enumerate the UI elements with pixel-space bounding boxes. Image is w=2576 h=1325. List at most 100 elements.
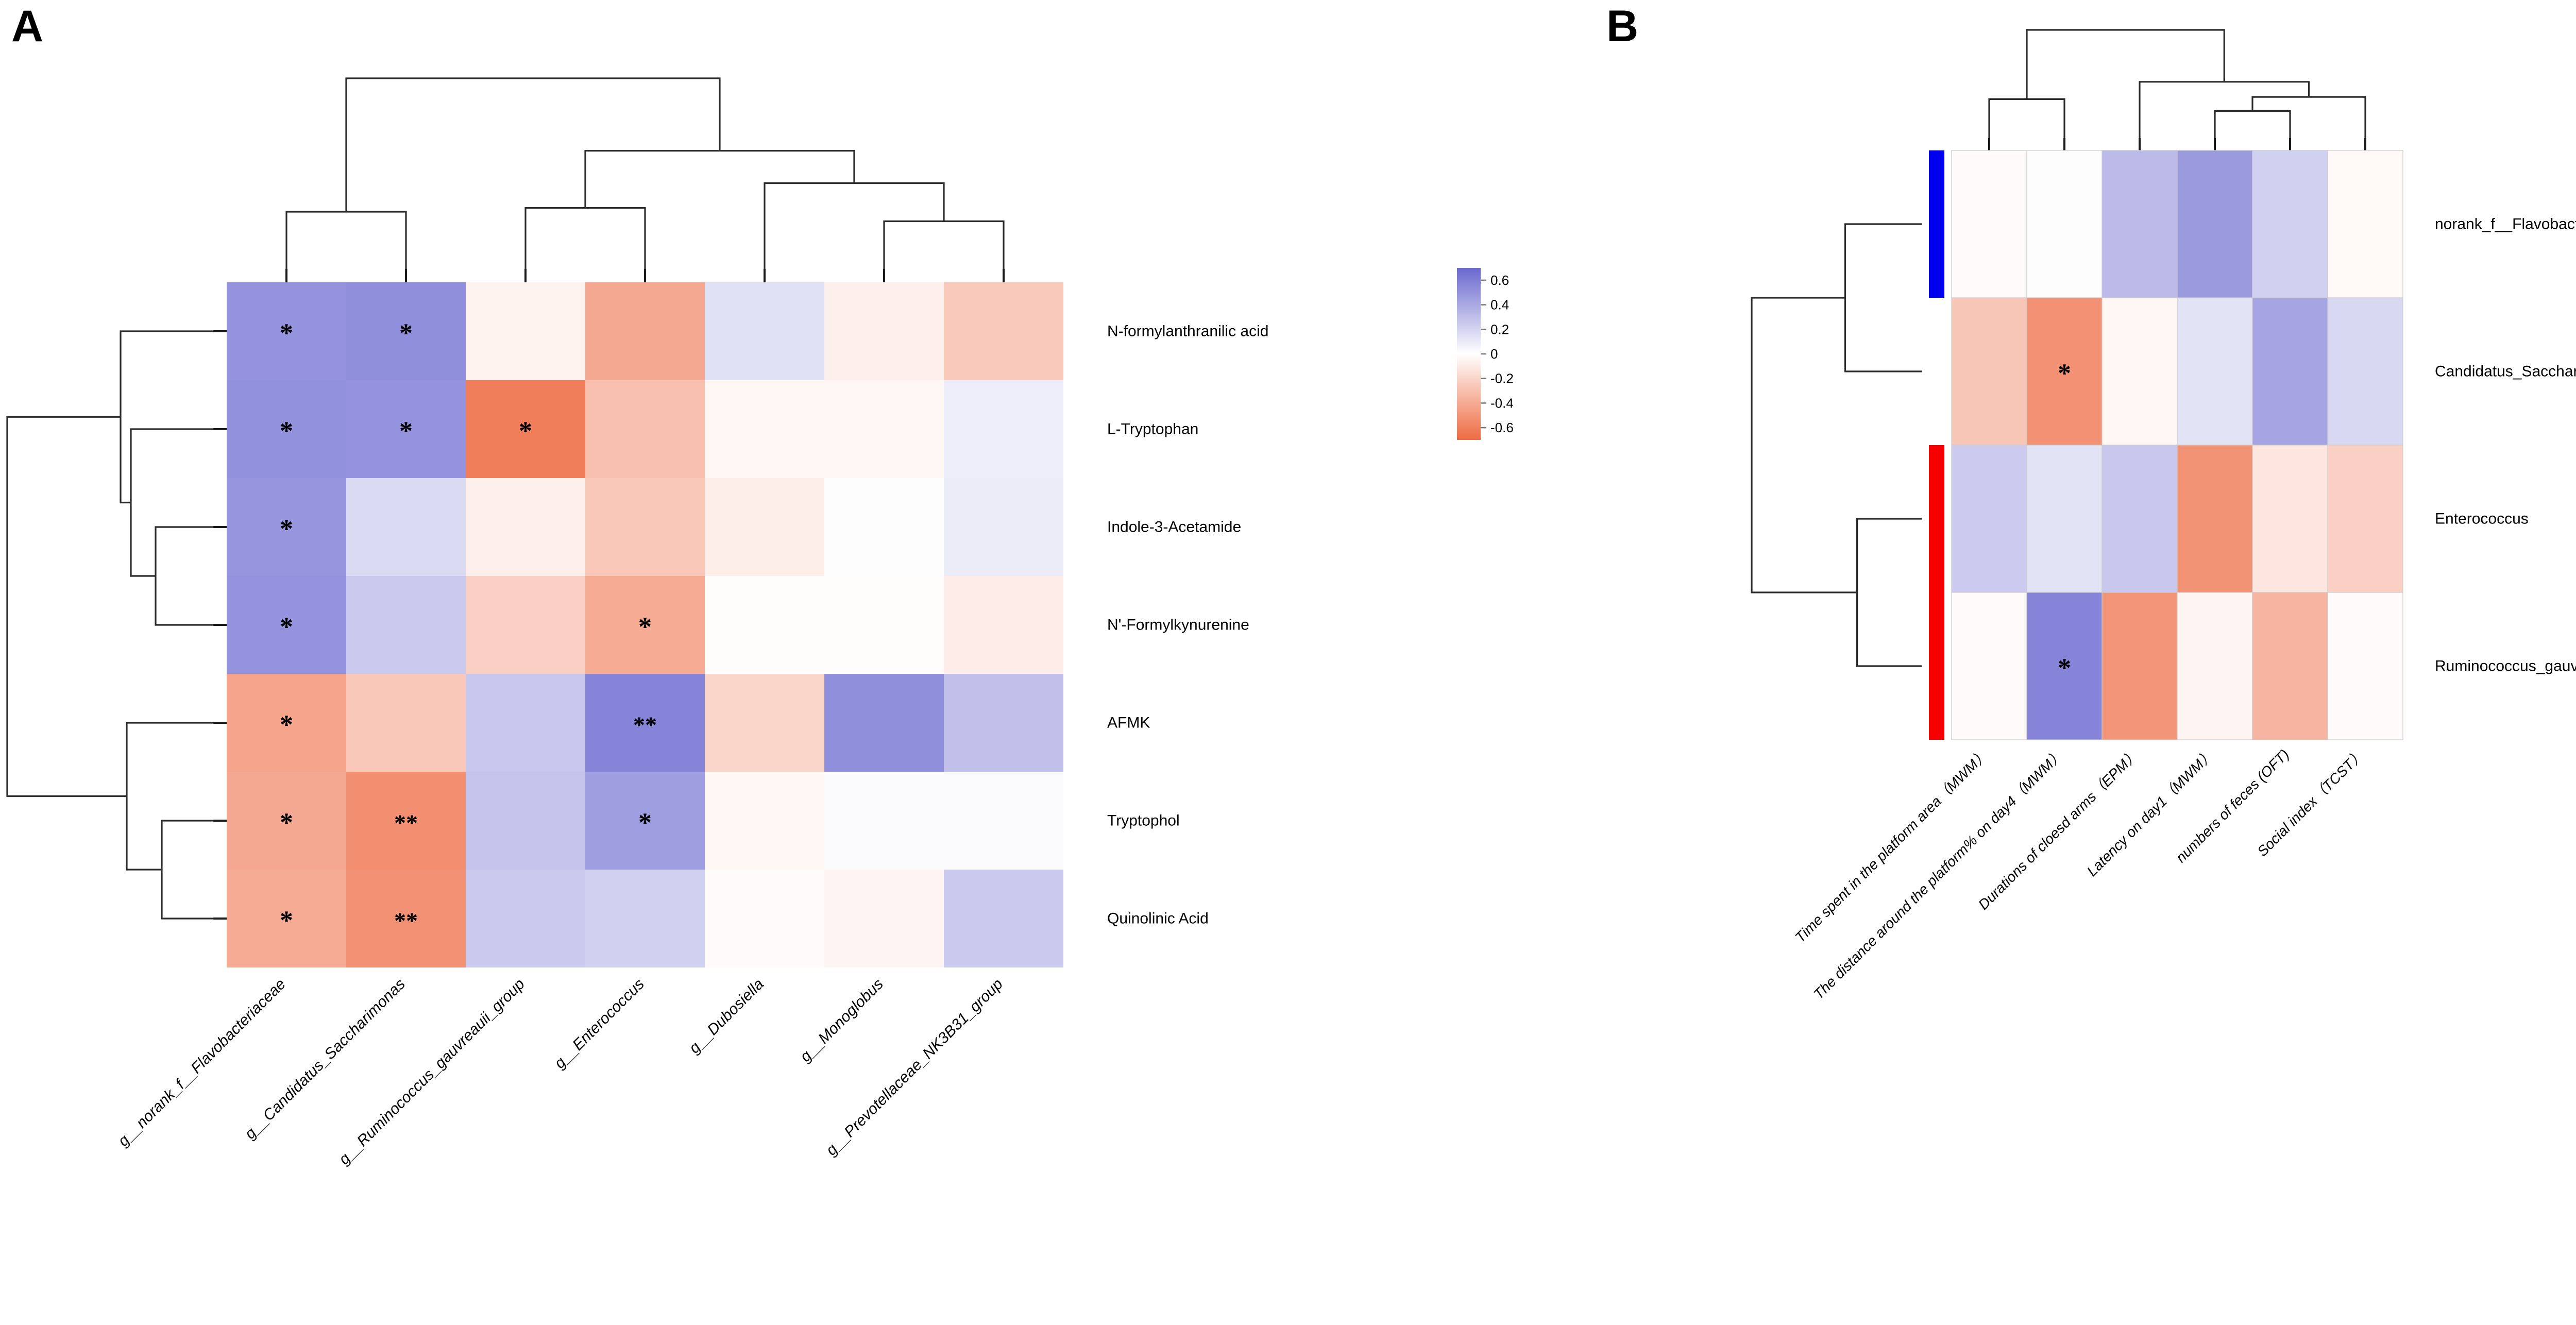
significance-marker: * bbox=[280, 319, 293, 348]
heatmap-cell[interactable] bbox=[2327, 445, 2403, 593]
heatmap-cell[interactable] bbox=[824, 380, 944, 478]
heatmap-cell[interactable] bbox=[2252, 445, 2328, 593]
heatmap-cell[interactable] bbox=[585, 576, 705, 674]
heatmap-cell[interactable] bbox=[2026, 297, 2103, 446]
heatmap-cell[interactable] bbox=[227, 478, 346, 576]
significance-marker: ** bbox=[394, 810, 418, 836]
significance-marker: * bbox=[2058, 359, 2071, 388]
heatmap-cell[interactable] bbox=[2102, 150, 2178, 298]
heatmap-cell[interactable] bbox=[944, 380, 1063, 478]
colorbar-tick-label: 0 bbox=[1490, 346, 1498, 362]
panel-b-column-ticks bbox=[1988, 138, 2366, 150]
heatmap-cell[interactable] bbox=[585, 478, 705, 576]
heatmap-cell[interactable] bbox=[466, 674, 585, 772]
heatmap-cell[interactable] bbox=[1951, 150, 2027, 298]
heatmap-cell[interactable] bbox=[346, 674, 466, 772]
heatmap-cell[interactable] bbox=[227, 576, 346, 674]
heatmap-cell[interactable] bbox=[2026, 592, 2103, 740]
heatmap-cell[interactable] bbox=[824, 772, 944, 870]
row-label: Ruminococcus_gauvreauii_group bbox=[2435, 658, 2576, 675]
heatmap-cell[interactable] bbox=[2327, 150, 2403, 298]
heatmap-cell[interactable] bbox=[705, 772, 824, 870]
panel-a: A ******************N-formylanthranilic … bbox=[6, 2, 1514, 1168]
heatmap-cell[interactable] bbox=[346, 772, 466, 870]
panel-a-row-ticks bbox=[213, 330, 227, 920]
row-label: N'-Formylkynurenine bbox=[1107, 617, 1249, 634]
panel-a-column-dendrogram bbox=[285, 77, 1005, 269]
heatmap-cell[interactable] bbox=[2177, 297, 2253, 446]
panel-a-letter: A bbox=[11, 2, 44, 51]
heatmap-cell[interactable] bbox=[227, 870, 346, 967]
column-label: g__Ruminococcus_gauvreauii_group bbox=[335, 976, 528, 1168]
heatmap-cell[interactable] bbox=[1951, 445, 2027, 593]
heatmap-cell[interactable] bbox=[705, 674, 824, 772]
heatmap-cell[interactable] bbox=[346, 380, 466, 478]
heatmap-cell[interactable] bbox=[705, 282, 824, 380]
significance-marker: * bbox=[280, 417, 293, 446]
heatmap-cell[interactable] bbox=[466, 380, 585, 478]
heatmap-cell[interactable] bbox=[585, 380, 705, 478]
heatmap-cell[interactable] bbox=[944, 282, 1063, 380]
panel-a-row-dendrogram bbox=[6, 330, 213, 920]
heatmap-cell[interactable] bbox=[824, 576, 944, 674]
heatmap-cell[interactable] bbox=[2102, 297, 2178, 446]
heatmap-cell[interactable] bbox=[466, 576, 585, 674]
heatmap-cell[interactable] bbox=[466, 870, 585, 967]
row-label: Tryptophol bbox=[1107, 812, 1180, 829]
heatmap-cell[interactable] bbox=[2252, 297, 2328, 446]
heatmap-cell[interactable] bbox=[2327, 297, 2403, 446]
heatmap-cell[interactable] bbox=[346, 478, 466, 576]
heatmap-cell[interactable] bbox=[1951, 592, 2027, 740]
heatmap-cell[interactable] bbox=[2177, 592, 2253, 740]
heatmap-cell[interactable] bbox=[1951, 297, 2027, 446]
panel-a-figure: ******************N-formylanthranilic ac… bbox=[6, 77, 1514, 1168]
heatmap-cell[interactable] bbox=[346, 870, 466, 967]
heatmap-cell[interactable] bbox=[705, 478, 824, 576]
row-label: N-formylanthranilic acid bbox=[1107, 323, 1268, 340]
heatmap-cell[interactable] bbox=[944, 576, 1063, 674]
heatmap-cell[interactable] bbox=[824, 478, 944, 576]
heatmap-cell[interactable] bbox=[944, 674, 1063, 772]
significance-marker: * bbox=[638, 808, 652, 838]
heatmap-cell[interactable] bbox=[585, 282, 705, 380]
heatmap-cell[interactable] bbox=[2026, 150, 2103, 298]
heatmap-cell[interactable] bbox=[824, 870, 944, 967]
panel-a-column-labels: g__norank_f__Flavobacteriaceaeg__Candida… bbox=[115, 976, 1006, 1168]
heatmap-cell[interactable] bbox=[2102, 592, 2178, 740]
heatmap-cell[interactable] bbox=[227, 772, 346, 870]
heatmap-cell[interactable] bbox=[346, 282, 466, 380]
significance-marker: ** bbox=[633, 712, 657, 738]
heatmap-cell[interactable] bbox=[824, 282, 944, 380]
heatmap-cell[interactable] bbox=[2177, 150, 2253, 298]
significance-marker: * bbox=[280, 808, 293, 838]
heatmap-cell[interactable] bbox=[466, 282, 585, 380]
row-label: AFMK bbox=[1107, 715, 1150, 732]
heatmap-cell[interactable] bbox=[585, 674, 705, 772]
colorbar-tick-label: 0.6 bbox=[1490, 273, 1509, 288]
heatmap-cell[interactable] bbox=[346, 576, 466, 674]
heatmap-cell[interactable] bbox=[944, 478, 1063, 576]
heatmap-cell[interactable] bbox=[466, 478, 585, 576]
panel-b-phylum-annotation-bar bbox=[1929, 150, 1944, 740]
heatmap-cell[interactable] bbox=[466, 772, 585, 870]
heatmap-cell[interactable] bbox=[824, 674, 944, 772]
heatmap-cell[interactable] bbox=[227, 282, 346, 380]
heatmap-cell[interactable] bbox=[2177, 445, 2253, 593]
heatmap-cell[interactable] bbox=[2026, 445, 2103, 593]
heatmap-cell[interactable] bbox=[705, 380, 824, 478]
heatmap-cell[interactable] bbox=[227, 380, 346, 478]
heatmap-cell[interactable] bbox=[944, 870, 1063, 967]
heatmap-cell[interactable] bbox=[705, 870, 824, 967]
panel-b-row-dendrogram bbox=[1751, 223, 1922, 667]
heatmap-cell[interactable] bbox=[227, 674, 346, 772]
heatmap-cell[interactable] bbox=[585, 870, 705, 967]
heatmap-cell[interactable] bbox=[944, 772, 1063, 870]
colorbar-tick-label: 0.4 bbox=[1490, 297, 1509, 313]
heatmap-cell[interactable] bbox=[585, 772, 705, 870]
column-label: g__Monoglobus bbox=[797, 976, 887, 1065]
heatmap-cell[interactable] bbox=[2252, 592, 2328, 740]
heatmap-cell[interactable] bbox=[2252, 150, 2328, 298]
heatmap-cell[interactable] bbox=[2102, 445, 2178, 593]
heatmap-cell[interactable] bbox=[705, 576, 824, 674]
heatmap-cell[interactable] bbox=[2327, 592, 2403, 740]
